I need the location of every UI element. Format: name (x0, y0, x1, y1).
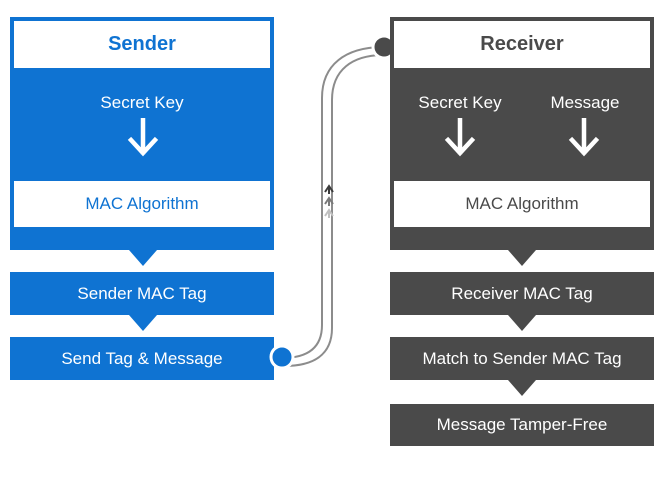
receiver-title: Receiver (394, 21, 650, 68)
sender-flow-pointer (129, 250, 157, 266)
sender-title: Sender (14, 21, 270, 68)
sender-secret-key-label: Secret Key (100, 93, 184, 112)
arrow-down-icon (444, 118, 476, 157)
receiver-flow-pointer (508, 250, 536, 266)
receiver-mac-algorithm: MAC Algorithm (394, 181, 650, 227)
message-tamper-free: Message Tamper-Free (390, 404, 654, 446)
sender-tag-pointer (129, 315, 157, 331)
sender-mac-tag: Sender MAC Tag (10, 272, 274, 315)
sender-mac-algorithm: MAC Algorithm (14, 181, 270, 227)
receiver-match-pointer (508, 380, 536, 396)
receiver-secret-key-label: Secret Key (418, 93, 502, 112)
receiver-mac-tag: Receiver MAC Tag (390, 272, 654, 315)
arrow-up-icon (324, 184, 334, 218)
send-tag-message: Send Tag & Message (10, 337, 274, 380)
receiver-tag-pointer (508, 315, 536, 331)
receiver-message-label: Message (550, 93, 620, 112)
arrow-down-icon (127, 118, 159, 157)
connector-dot-icon (269, 344, 295, 370)
match-sender-mac-tag: Match to Sender MAC Tag (390, 337, 654, 380)
arrow-down-icon (568, 118, 600, 157)
